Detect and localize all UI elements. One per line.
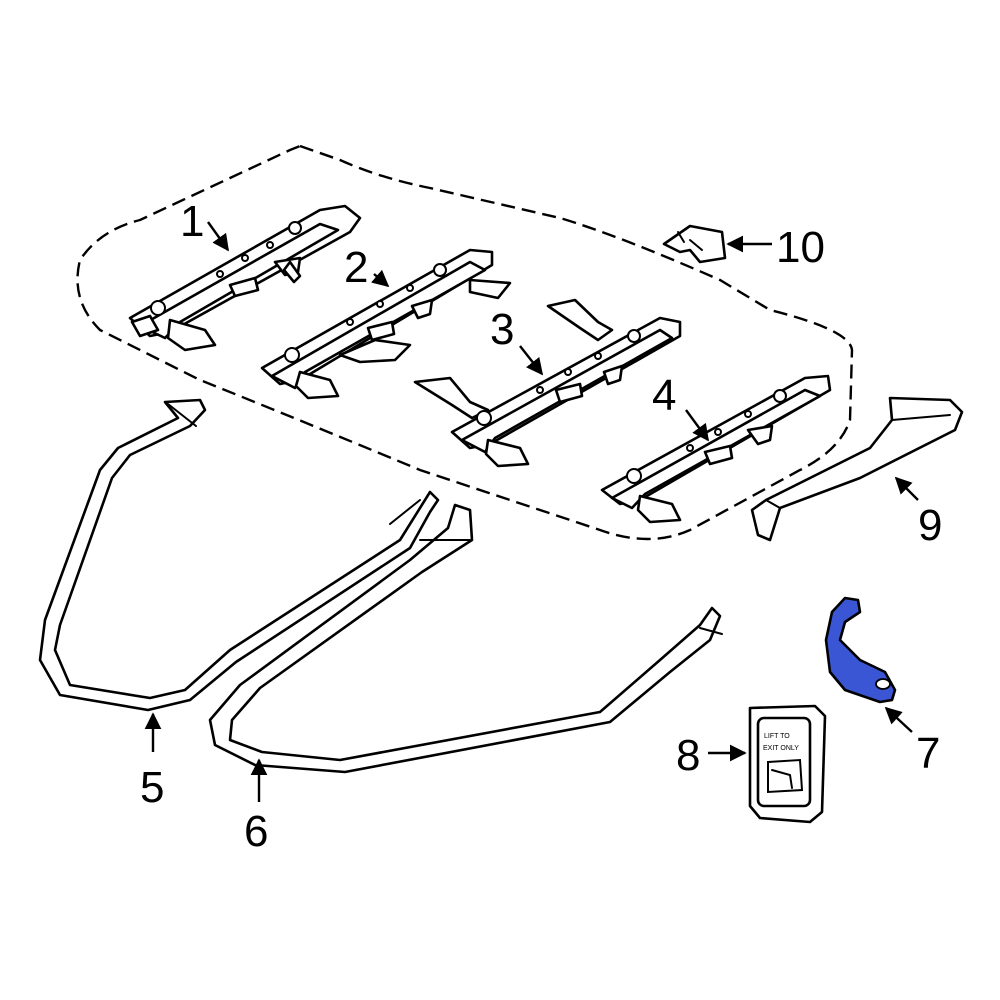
track-group-outline (76, 144, 854, 541)
release-bar-part-6[interactable] (208, 503, 723, 774)
callout-5: 5 (140, 763, 164, 812)
clip-part-10[interactable] (662, 224, 727, 264)
label-panel-line1: LIFT TO (764, 733, 790, 740)
callout-9: 9 (918, 501, 942, 550)
label-panel-line2: EXIT ONLY (763, 745, 799, 752)
leader-7 (884, 706, 913, 733)
seat-track-2[interactable] (260, 248, 512, 400)
callout-2: 2 (344, 243, 368, 292)
leader-3 (519, 345, 544, 376)
leader-4 (685, 409, 709, 442)
callout-6: 6 (244, 807, 268, 856)
leader-1 (207, 221, 229, 252)
callout-8: 8 (676, 731, 700, 780)
callout-3: 3 (490, 305, 514, 354)
callout-7: 7 (916, 729, 940, 778)
callout-4: 4 (652, 371, 676, 420)
release-label-part-8[interactable]: LIFT TO EXIT ONLY (748, 704, 827, 824)
seat-track-4[interactable] (600, 374, 832, 524)
seat-track-1[interactable] (128, 204, 362, 352)
leader-9 (894, 476, 919, 501)
callout-10: 10 (776, 223, 825, 272)
handle-part-7[interactable] (824, 596, 897, 704)
leader-2 (371, 269, 390, 288)
seat-track-3[interactable] (413, 298, 682, 468)
callout-1: 1 (180, 197, 204, 246)
trim-cover-part-9[interactable] (750, 396, 964, 542)
release-bar-part-5[interactable] (38, 398, 440, 712)
